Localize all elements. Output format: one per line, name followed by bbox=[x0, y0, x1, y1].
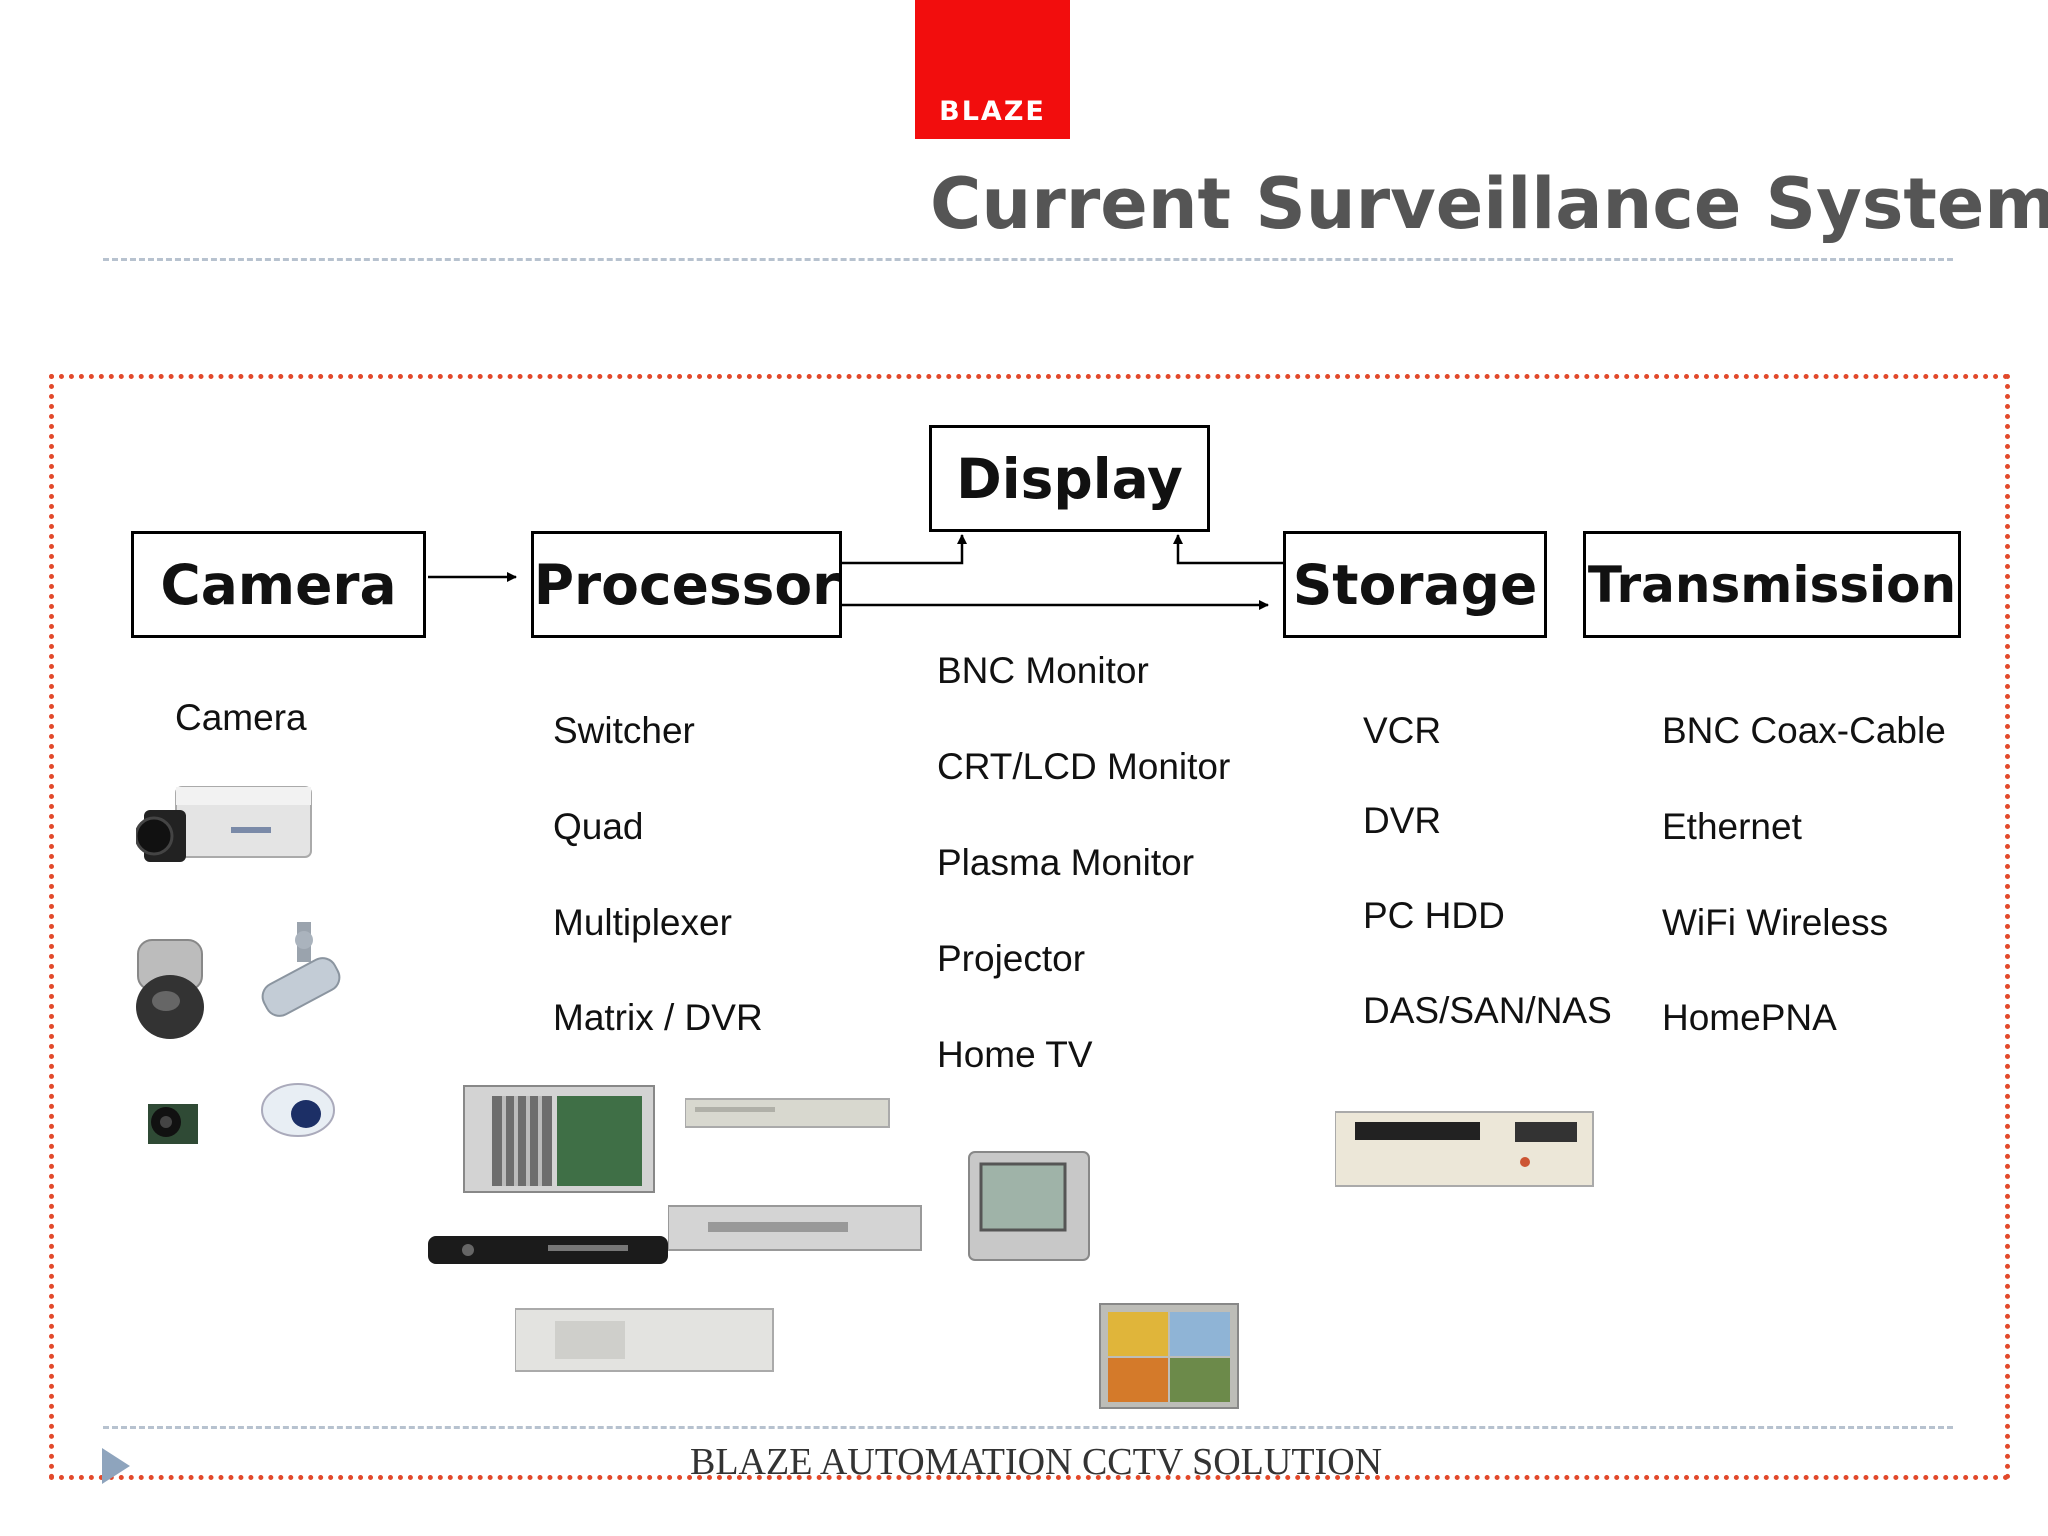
camera-node: Camera bbox=[131, 531, 426, 638]
transmission-node: Transmission bbox=[1583, 531, 1961, 638]
diagram-frame bbox=[49, 374, 2010, 1480]
transmission-list-item: WiFi Wireless bbox=[1662, 902, 1889, 943]
box-camera-photo bbox=[136, 786, 312, 862]
board-camera-photo bbox=[148, 1104, 198, 1144]
display-list-item: Home TV bbox=[937, 1034, 1093, 1075]
switcher-photo bbox=[685, 1098, 890, 1128]
processor-node: Processor bbox=[531, 531, 842, 638]
footer-divider bbox=[103, 1426, 1953, 1429]
transmission-list-item: BNC Coax-Cable bbox=[1662, 710, 1946, 751]
display-list-item: Plasma Monitor bbox=[937, 842, 1195, 883]
dome-camera-photo bbox=[261, 1083, 335, 1137]
speed-dome-camera-photo bbox=[136, 939, 204, 1039]
edge-processor-display bbox=[840, 534, 967, 565]
page-title: Current Surveillance System bbox=[930, 163, 2048, 245]
camera-list-item: Camera bbox=[175, 697, 307, 738]
storage-list-item: PC HDD bbox=[1363, 895, 1505, 936]
processor-list-item: Switcher bbox=[553, 710, 695, 751]
processor-list-item: Matrix / DVR bbox=[553, 997, 763, 1038]
transmission-list-item: Ethernet bbox=[1662, 806, 1802, 847]
multiplexer-photo bbox=[668, 1205, 922, 1251]
display-list-item: Projector bbox=[937, 938, 1086, 979]
blaze-logo: BLAZE bbox=[915, 0, 1070, 139]
matrix-rack-photo bbox=[463, 1085, 655, 1193]
display-node: Display bbox=[929, 425, 1210, 532]
storage-list-item: DAS/SAN/NAS bbox=[1363, 990, 1612, 1031]
dvr-photo bbox=[428, 1236, 668, 1264]
bullet-camera-photo bbox=[261, 922, 341, 1017]
crt-monitor-photo bbox=[968, 1151, 1090, 1261]
edge-storage-display bbox=[1173, 534, 1285, 565]
processor-list-item: Multiplexer bbox=[553, 902, 732, 943]
quad-photo bbox=[515, 1308, 774, 1372]
logo-text: BLAZE bbox=[939, 96, 1046, 127]
footer-text: BLAZE AUTOMATION CCTV SOLUTION bbox=[690, 1441, 1383, 1483]
lcd-monitor-photo bbox=[1099, 1303, 1239, 1409]
storage-list-item: VCR bbox=[1363, 710, 1442, 751]
play-triangle-icon bbox=[102, 1448, 130, 1484]
header-divider bbox=[103, 258, 1953, 261]
transmission-list-item: HomePNA bbox=[1662, 997, 1837, 1038]
display-list-item: BNC Monitor bbox=[937, 650, 1149, 691]
processor-list-item: Quad bbox=[553, 806, 644, 847]
display-list-item: CRT/LCD Monitor bbox=[937, 746, 1231, 787]
storage-list-item: DVR bbox=[1363, 800, 1442, 841]
vcr-photo bbox=[1335, 1111, 1594, 1187]
storage-node: Storage bbox=[1283, 531, 1547, 638]
